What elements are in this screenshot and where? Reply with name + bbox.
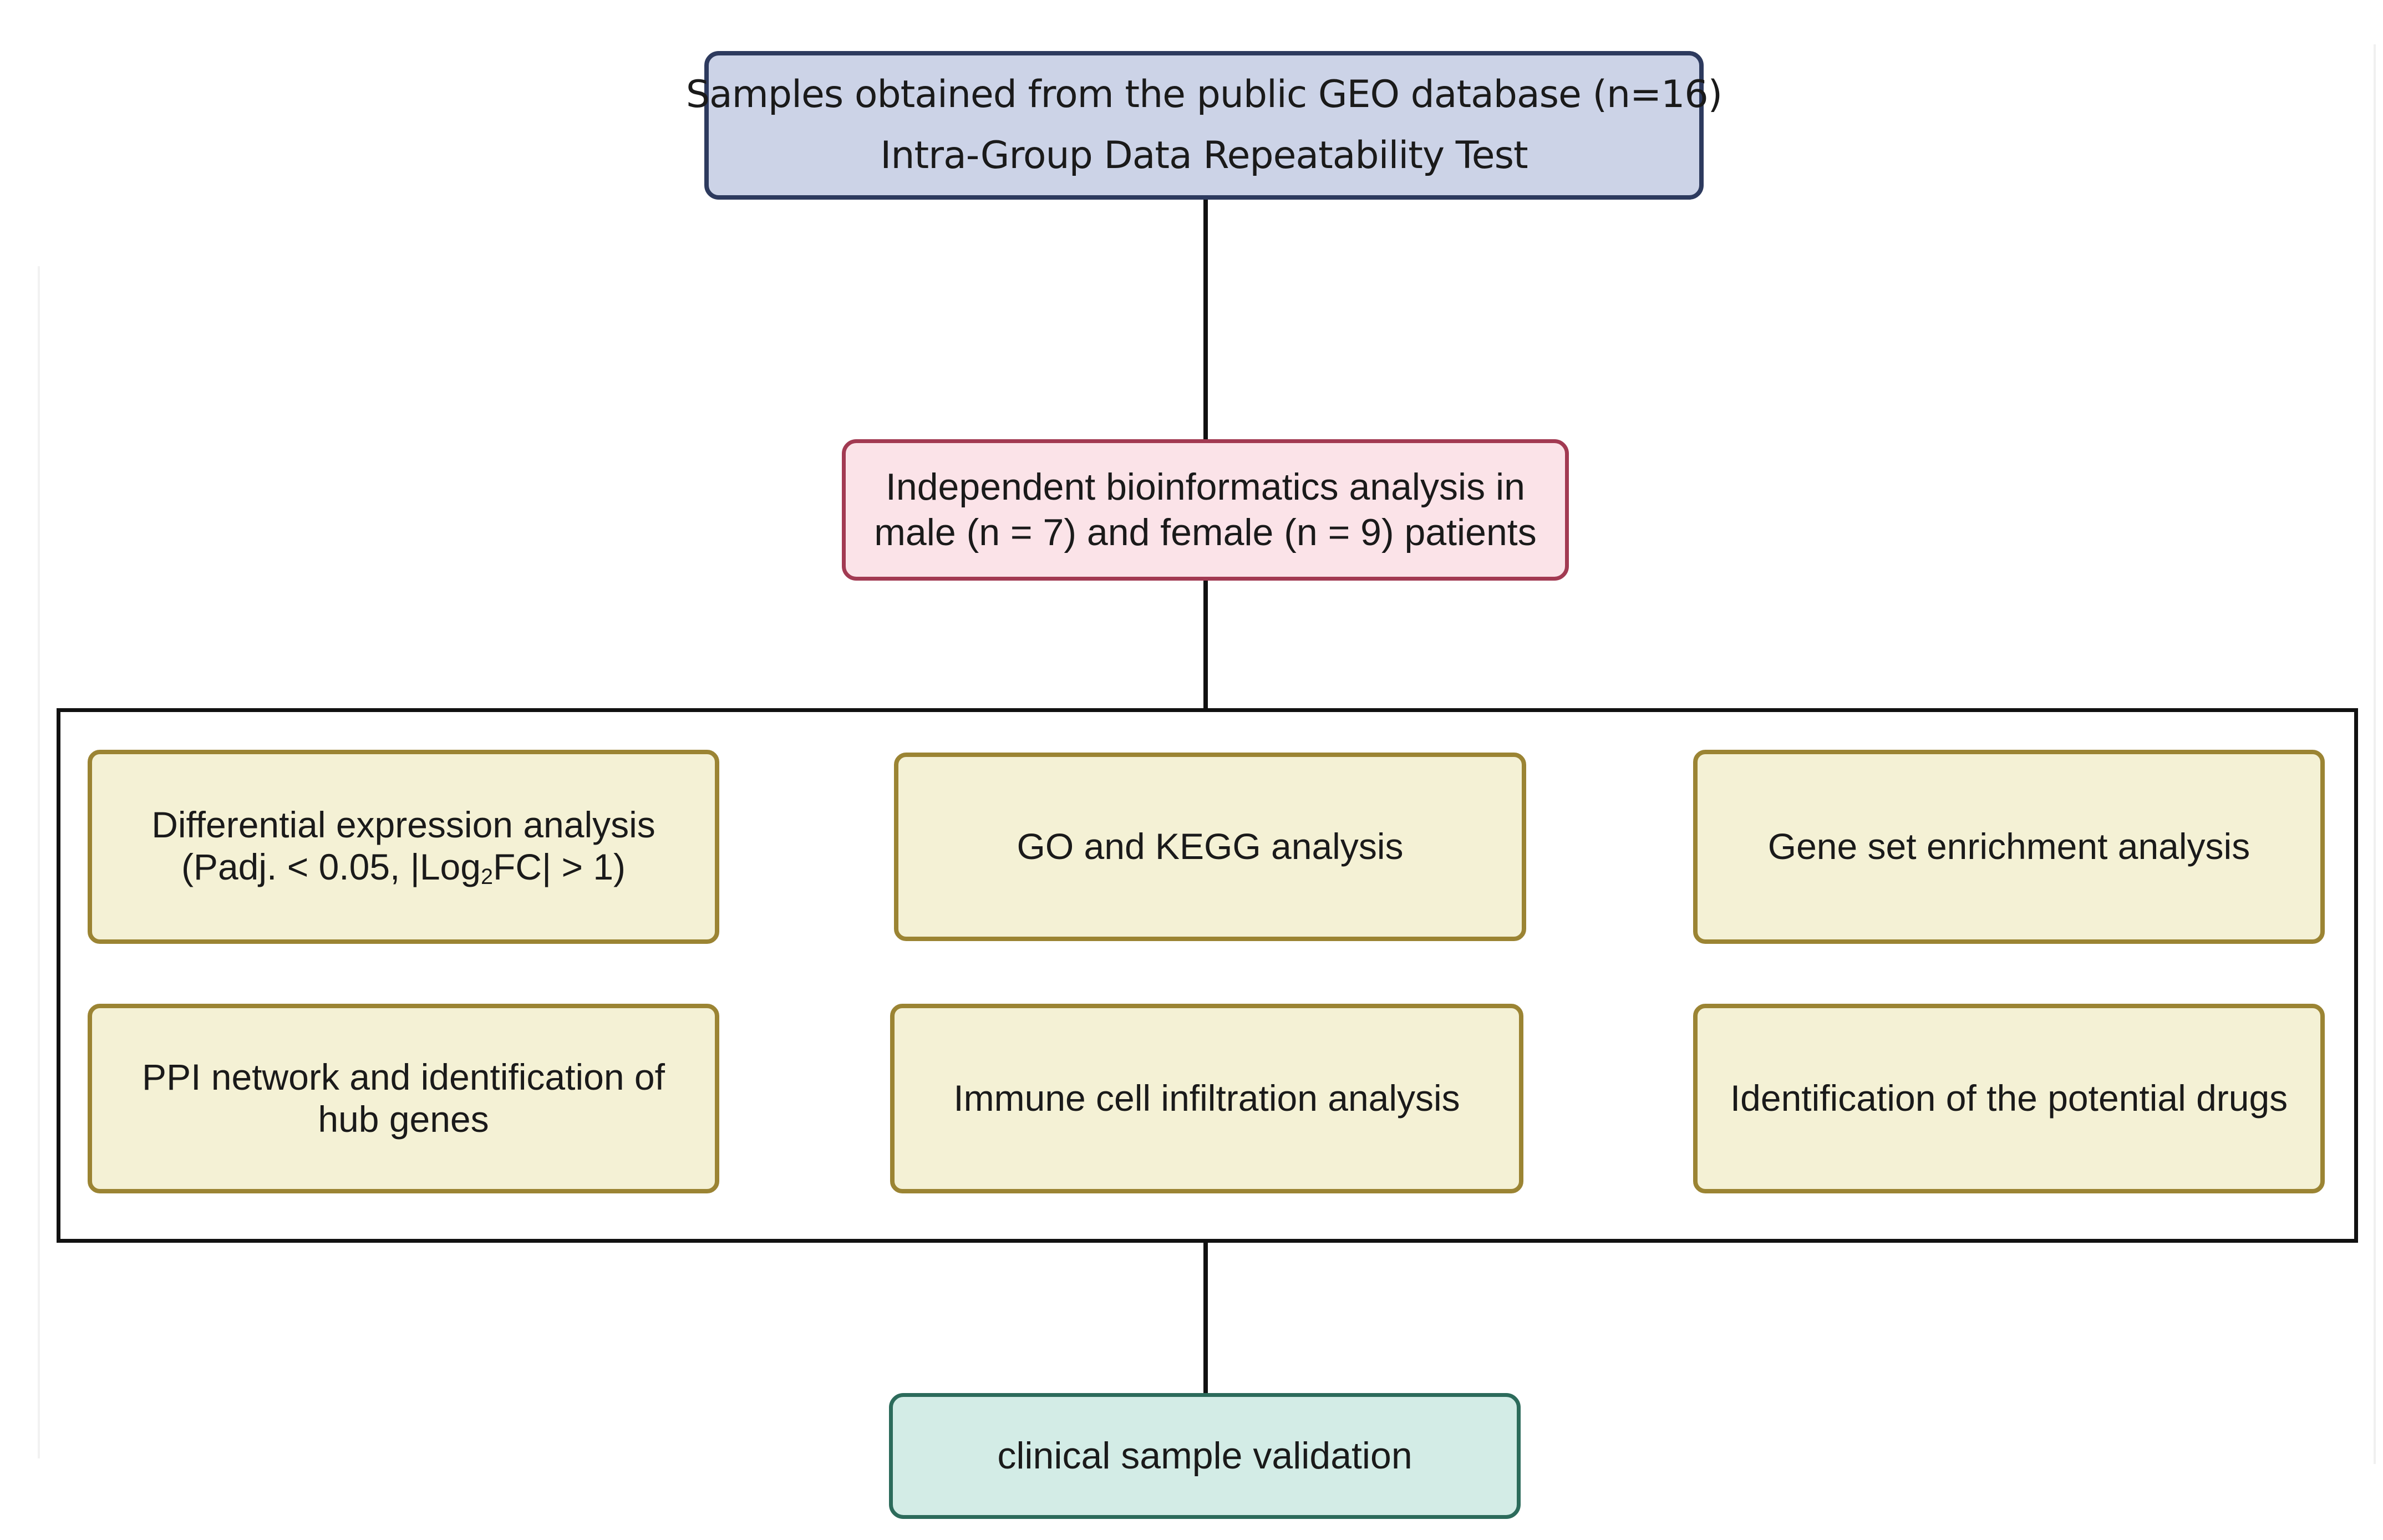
log-base-subscript: 2 — [480, 864, 493, 889]
method-box-potential-drugs: Identification of the potential drugs — [1693, 1004, 2325, 1193]
connector-middle-to-group — [1203, 581, 1208, 708]
scan-edge-right — [2374, 44, 2376, 1464]
clinical-validation-label: clinical sample validation — [997, 1434, 1412, 1477]
method-box-ppi-network: PPI network and identification of hub ge… — [88, 1004, 719, 1193]
differential-expression-title: Differential expression analysis — [151, 804, 656, 845]
data-source-box: Samples obtained from the public GEO dat… — [686, 51, 1723, 200]
method-box-gsea: Gene set enrichment analysis — [1693, 750, 2325, 944]
analysis-methods-group — [57, 708, 2358, 1243]
connector-top-to-middle — [1203, 200, 1208, 439]
go-kegg-label: GO and KEGG analysis — [1017, 826, 1404, 867]
differential-expression-label: Differential expression analysis (Padj. … — [151, 804, 656, 890]
independent-analysis-label: Independent bioinformatics analysis in m… — [874, 465, 1537, 553]
independent-analysis-box: Independent bioinformatics analysis in m… — [842, 439, 1569, 581]
method-box-go-kegg: GO and KEGG analysis — [894, 753, 1526, 941]
ppi-network-label: PPI network and identification of hub ge… — [142, 1056, 665, 1140]
method-box-differential-expression: Differential expression analysis (Padj. … — [88, 750, 719, 944]
immune-infiltration-label: Immune cell infiltration analysis — [953, 1078, 1460, 1119]
potential-drugs-label: Identification of the potential drugs — [1730, 1078, 2288, 1119]
differential-expression-threshold-suffix: FC| > 1) — [493, 846, 626, 887]
gsea-label: Gene set enrichment analysis — [1767, 826, 2250, 867]
connector-group-to-validation — [1203, 1243, 1208, 1393]
scan-edge-left — [38, 266, 40, 1458]
data-source-title: Samples obtained from the public GEO dat… — [685, 73, 1723, 117]
differential-expression-threshold-prefix: (Padj. < 0.05, |Log — [181, 846, 481, 887]
clinical-validation-box: clinical sample validation — [889, 1393, 1521, 1519]
data-source-subtitle: Intra-Group Data Repeatability Test — [880, 134, 1528, 177]
method-box-immune-infiltration: Immune cell infiltration analysis — [890, 1004, 1523, 1193]
